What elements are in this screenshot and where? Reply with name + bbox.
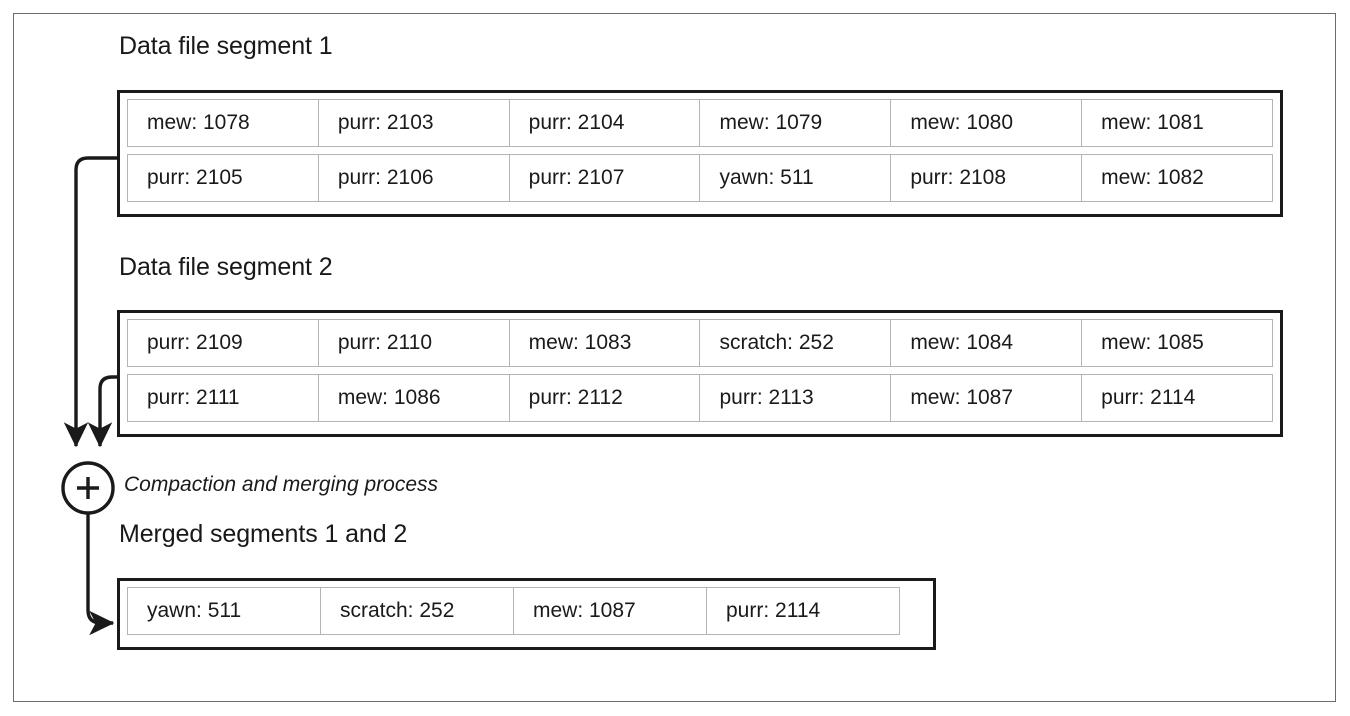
segment-2-box: purr: 2109 purr: 2110 mew: 1083 scratch:… [117, 310, 1283, 437]
list-item: purr: 2114 [706, 587, 900, 635]
list-item: scratch: 252 [699, 319, 892, 367]
arrow-merge-to-output [86, 513, 115, 636]
list-item: purr: 2103 [317, 99, 510, 147]
list-item: mew: 1087 [890, 374, 1083, 422]
list-item: purr: 2109 [127, 319, 319, 367]
merge-node-plus-icon [77, 477, 99, 499]
list-item: yawn: 511 [699, 154, 892, 202]
list-item: mew: 1081 [1081, 99, 1273, 147]
arrow-segment2-to-merge [87, 375, 117, 448]
list-item: mew: 1079 [699, 99, 892, 147]
list-item: purr: 2111 [127, 374, 319, 422]
merge-node-circle [61, 461, 115, 515]
list-item: purr: 2106 [317, 154, 510, 202]
arrow-segment1-to-merge [63, 156, 117, 448]
merged-segment-box: yawn: 511 scratch: 252 mew: 1087 purr: 2… [117, 578, 936, 650]
list-item: purr: 2105 [127, 154, 319, 202]
list-item: mew: 1080 [890, 99, 1083, 147]
list-item: scratch: 252 [320, 587, 514, 635]
list-item: purr: 2104 [508, 99, 701, 147]
list-item: purr: 2113 [699, 374, 892, 422]
table-row: purr: 2105 purr: 2106 purr: 2107 yawn: 5… [127, 154, 1273, 202]
table-row: purr: 2111 mew: 1086 purr: 2112 purr: 21… [127, 374, 1273, 422]
list-item: purr: 2110 [317, 319, 510, 367]
list-item: mew: 1087 [513, 587, 707, 635]
list-item: mew: 1082 [1081, 154, 1273, 202]
table-row: mew: 1078 purr: 2103 purr: 2104 mew: 107… [127, 99, 1273, 147]
table-row: yawn: 511 scratch: 252 mew: 1087 purr: 2… [127, 587, 926, 635]
list-item: mew: 1078 [127, 99, 319, 147]
list-item: mew: 1083 [508, 319, 701, 367]
list-item: yawn: 511 [127, 587, 321, 635]
list-item: mew: 1084 [890, 319, 1083, 367]
table-row: purr: 2109 purr: 2110 mew: 1083 scratch:… [127, 319, 1273, 367]
segment-1-box: mew: 1078 purr: 2103 purr: 2104 mew: 107… [117, 90, 1283, 217]
segment-2-title: Data file segment 2 [119, 253, 333, 281]
compaction-process-label: Compaction and merging process [124, 473, 438, 496]
list-item: mew: 1085 [1081, 319, 1273, 367]
list-item: purr: 2108 [890, 154, 1083, 202]
list-item: purr: 2114 [1081, 374, 1273, 422]
merged-segment-title: Merged segments 1 and 2 [119, 520, 408, 548]
list-item: purr: 2112 [508, 374, 701, 422]
segment-1-title: Data file segment 1 [119, 32, 333, 60]
list-item: mew: 1086 [317, 374, 510, 422]
list-item: purr: 2107 [508, 154, 701, 202]
